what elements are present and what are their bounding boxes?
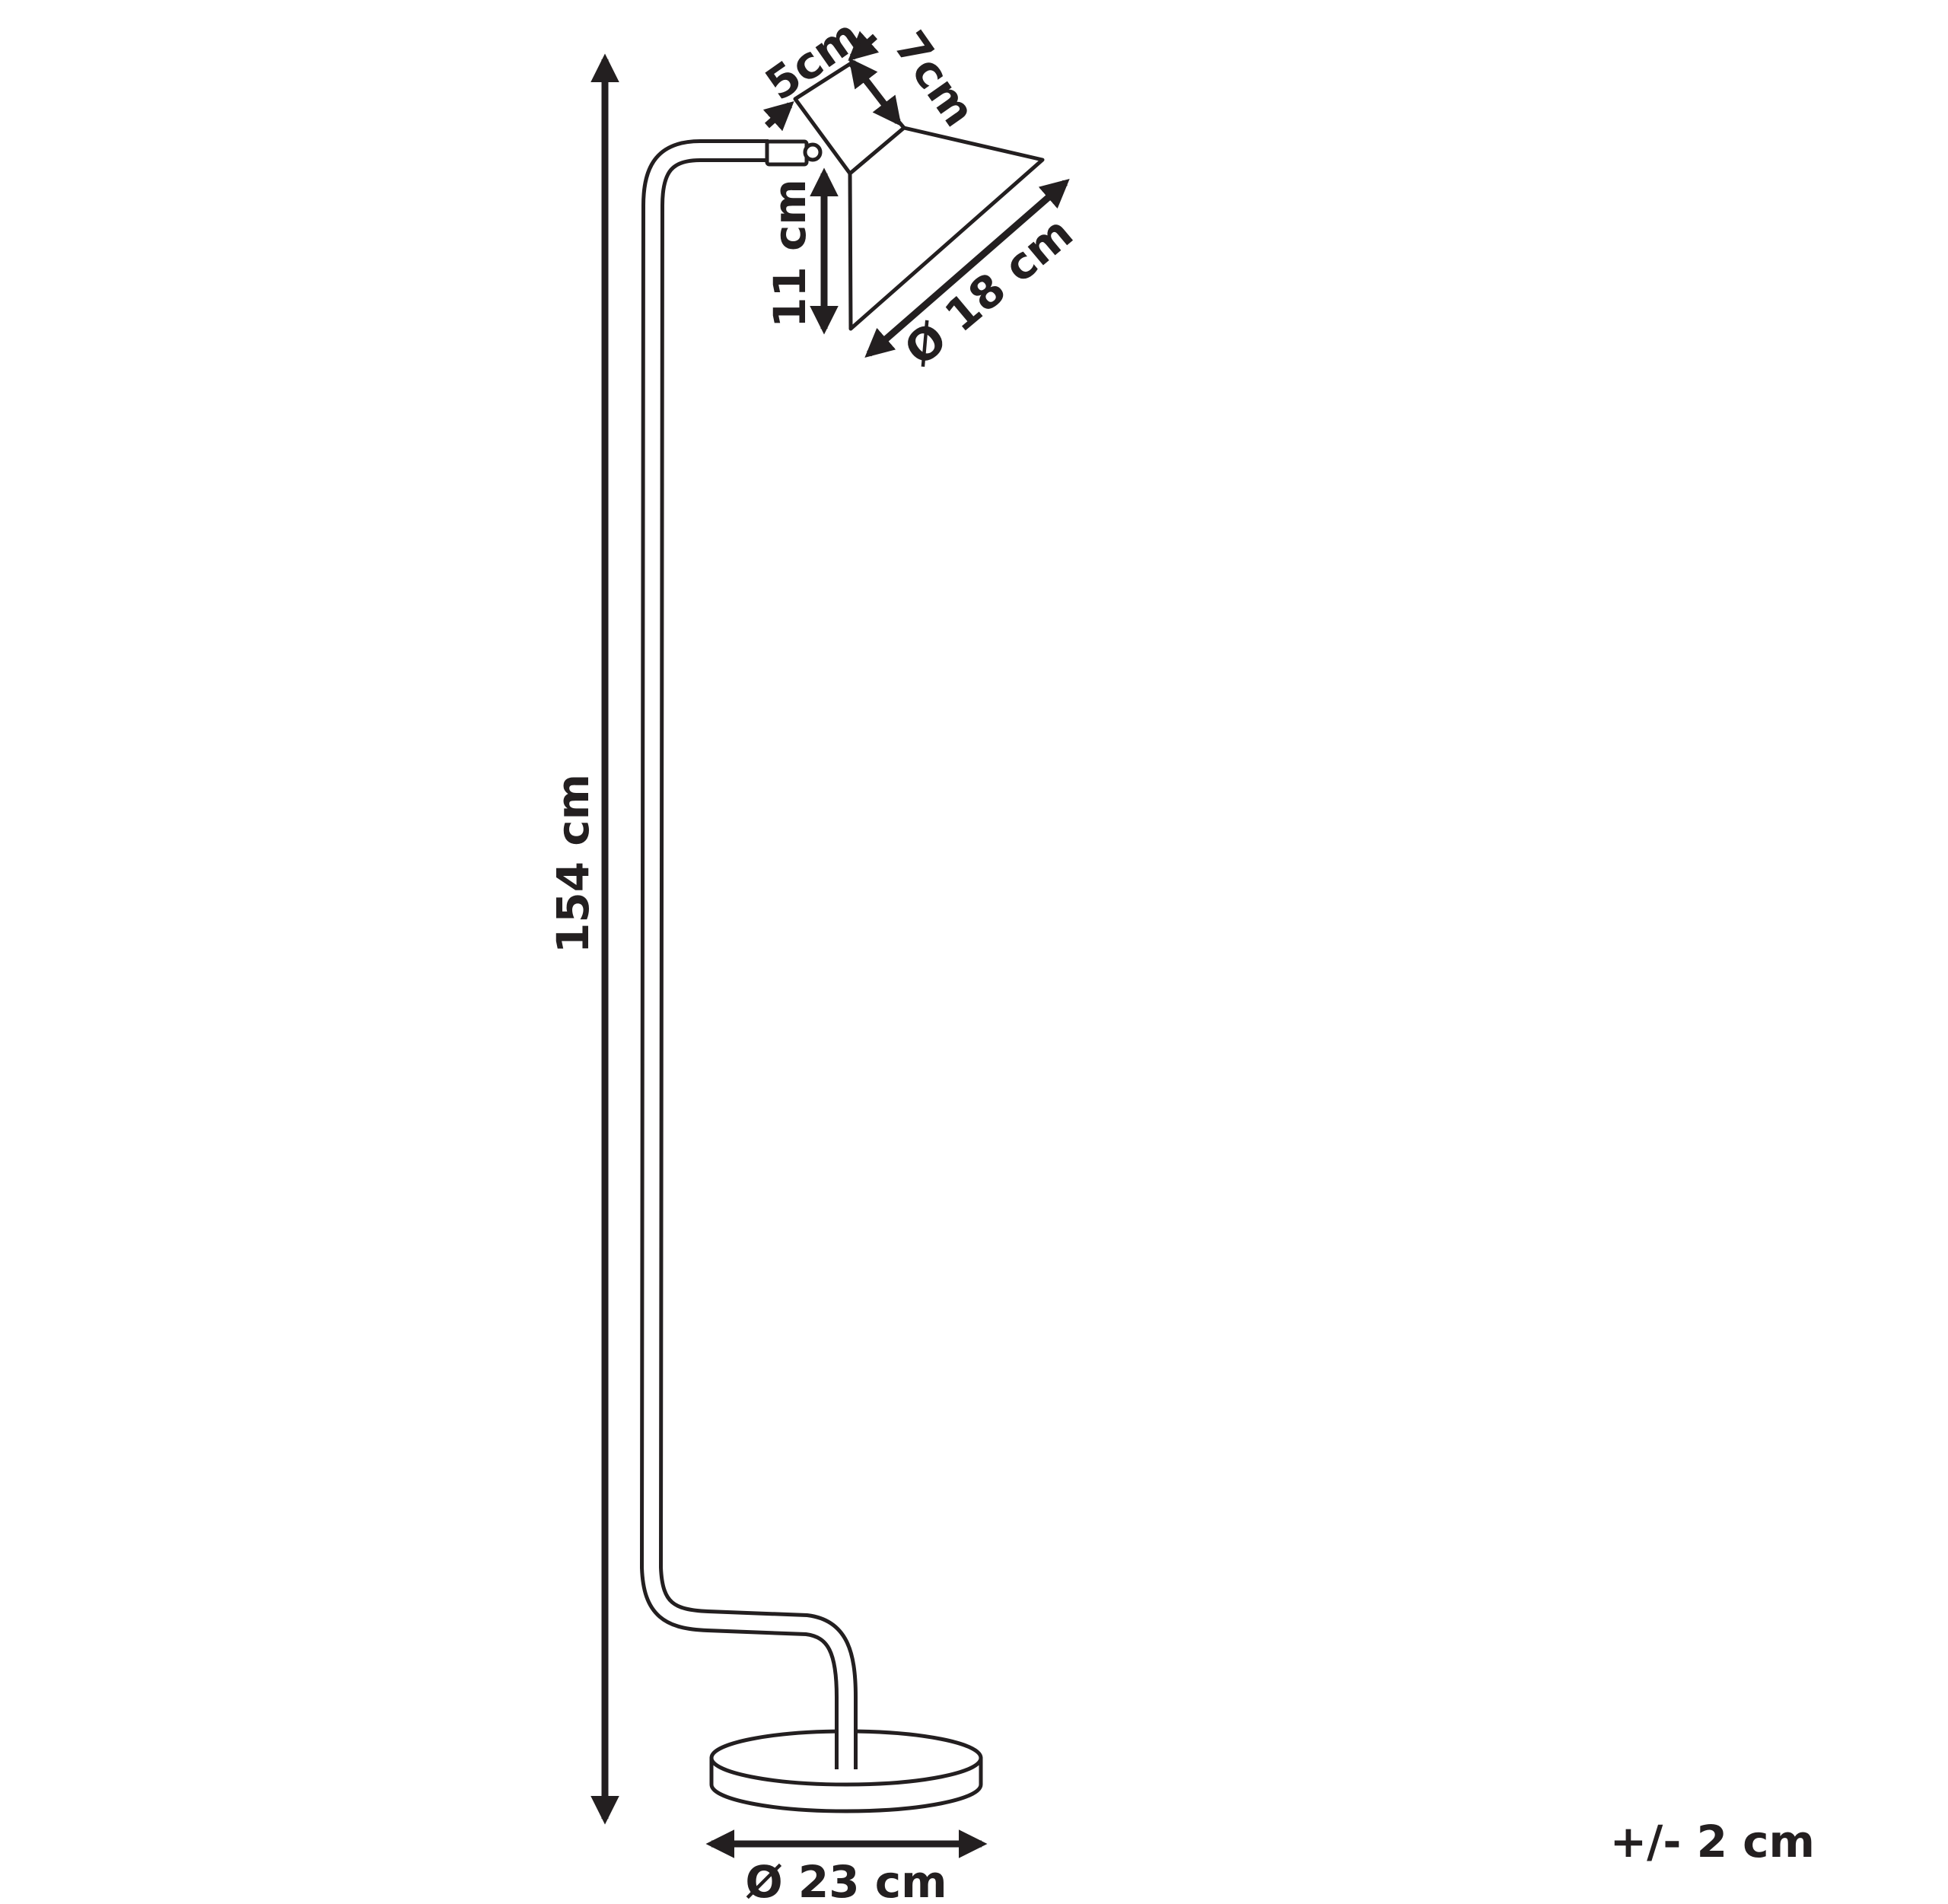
lamp-pole <box>640 139 858 1769</box>
lamp-joint <box>765 139 823 167</box>
tolerance-label: +/- 2 cm <box>1610 1816 1815 1867</box>
total-height-label: 154 cm <box>547 774 599 954</box>
base-diameter-label: Ø 23 cm <box>745 1856 947 1904</box>
shade-top-length-dimension-line <box>848 58 902 126</box>
shade-top-width-dimension-line-upper <box>848 30 880 62</box>
shade-height-label: 11 cm <box>764 179 816 328</box>
shade-diameter-dimension-line <box>864 179 1070 358</box>
shade-top-width-dimension-line <box>762 100 794 132</box>
dimension-arrows <box>590 30 1070 1858</box>
